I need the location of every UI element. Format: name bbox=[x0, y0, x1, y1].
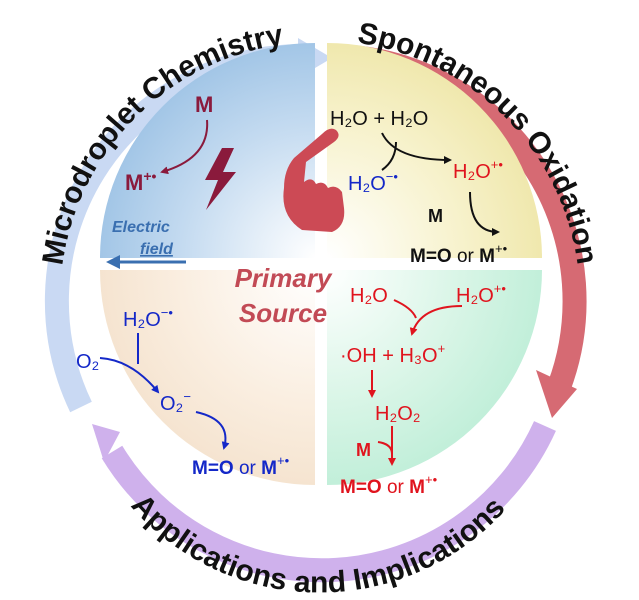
bl-o2: O₂ bbox=[76, 351, 99, 373]
br-m: M bbox=[356, 440, 371, 460]
top-left-content: M M+• Electric field bbox=[106, 92, 236, 269]
electric-field-line2: field bbox=[140, 241, 174, 258]
lightning-bolt-icon bbox=[205, 148, 236, 210]
tr-product: M=O or M+• bbox=[410, 241, 508, 267]
applications-arrow-head bbox=[92, 424, 120, 462]
center-source: Source bbox=[239, 298, 327, 328]
bottom-right-content: H₂O H₂O+• ·OH + H₃O+ H₂O₂ M M=O or M+• bbox=[340, 281, 506, 498]
oxidation-arrow-head bbox=[536, 370, 577, 418]
pointing-hand-icon bbox=[283, 128, 345, 232]
tr-m: M bbox=[428, 206, 443, 226]
tr-h2o-cation: H₂O+• bbox=[453, 157, 503, 183]
bottom-left-content: H₂O−• O₂ O₂− M=O or M+• bbox=[76, 305, 290, 479]
br-product: M=O or M+• bbox=[340, 472, 438, 498]
bl-product: M=O or M+• bbox=[192, 453, 290, 479]
quadrant-top-left bbox=[100, 43, 315, 258]
tl-m-radical: M+• bbox=[125, 168, 157, 195]
tr-m-arrow bbox=[469, 191, 500, 236]
tr-h2o-plus-h2o: H₂O + H₂O bbox=[330, 108, 428, 130]
br-h2o-cation: H₂O+• bbox=[456, 281, 506, 307]
quadrant-bottom-left bbox=[100, 270, 315, 485]
tl-arrow bbox=[160, 119, 209, 175]
tr-branch bbox=[381, 141, 397, 171]
tr-h2o-anion: H₂O−• bbox=[348, 169, 398, 195]
top-right-content: H₂O + H₂O H₂O−• H₂O+• M M=O or M+• bbox=[330, 108, 508, 267]
center-primary: Primary bbox=[235, 263, 333, 293]
applications-arc bbox=[101, 421, 556, 583]
br-oh-h3o: ·OH + H₃O+ bbox=[340, 341, 445, 367]
br-merge-arrow bbox=[409, 305, 463, 336]
quadrant-top-right bbox=[327, 43, 542, 258]
tr-split-arrow bbox=[381, 132, 452, 164]
br-h2o2: H₂O₂ bbox=[375, 403, 421, 425]
tl-m-label: M bbox=[195, 92, 213, 117]
bl-arrow-1 bbox=[99, 357, 160, 394]
br-m-branch bbox=[377, 441, 393, 455]
br-branch bbox=[393, 299, 417, 319]
title-applications-implications: Applications and Implications bbox=[125, 488, 511, 599]
bl-h2o-anion: H₂O−• bbox=[123, 305, 173, 331]
electric-field-arrow-icon bbox=[106, 255, 186, 269]
quadrants bbox=[100, 43, 542, 485]
br-h2o: H₂O bbox=[350, 285, 388, 307]
bl-arrow-2 bbox=[195, 411, 230, 450]
quadrant-bottom-right bbox=[327, 270, 542, 485]
bl-superoxide: O₂− bbox=[160, 389, 191, 415]
electric-field-line1: Electric bbox=[112, 219, 170, 236]
